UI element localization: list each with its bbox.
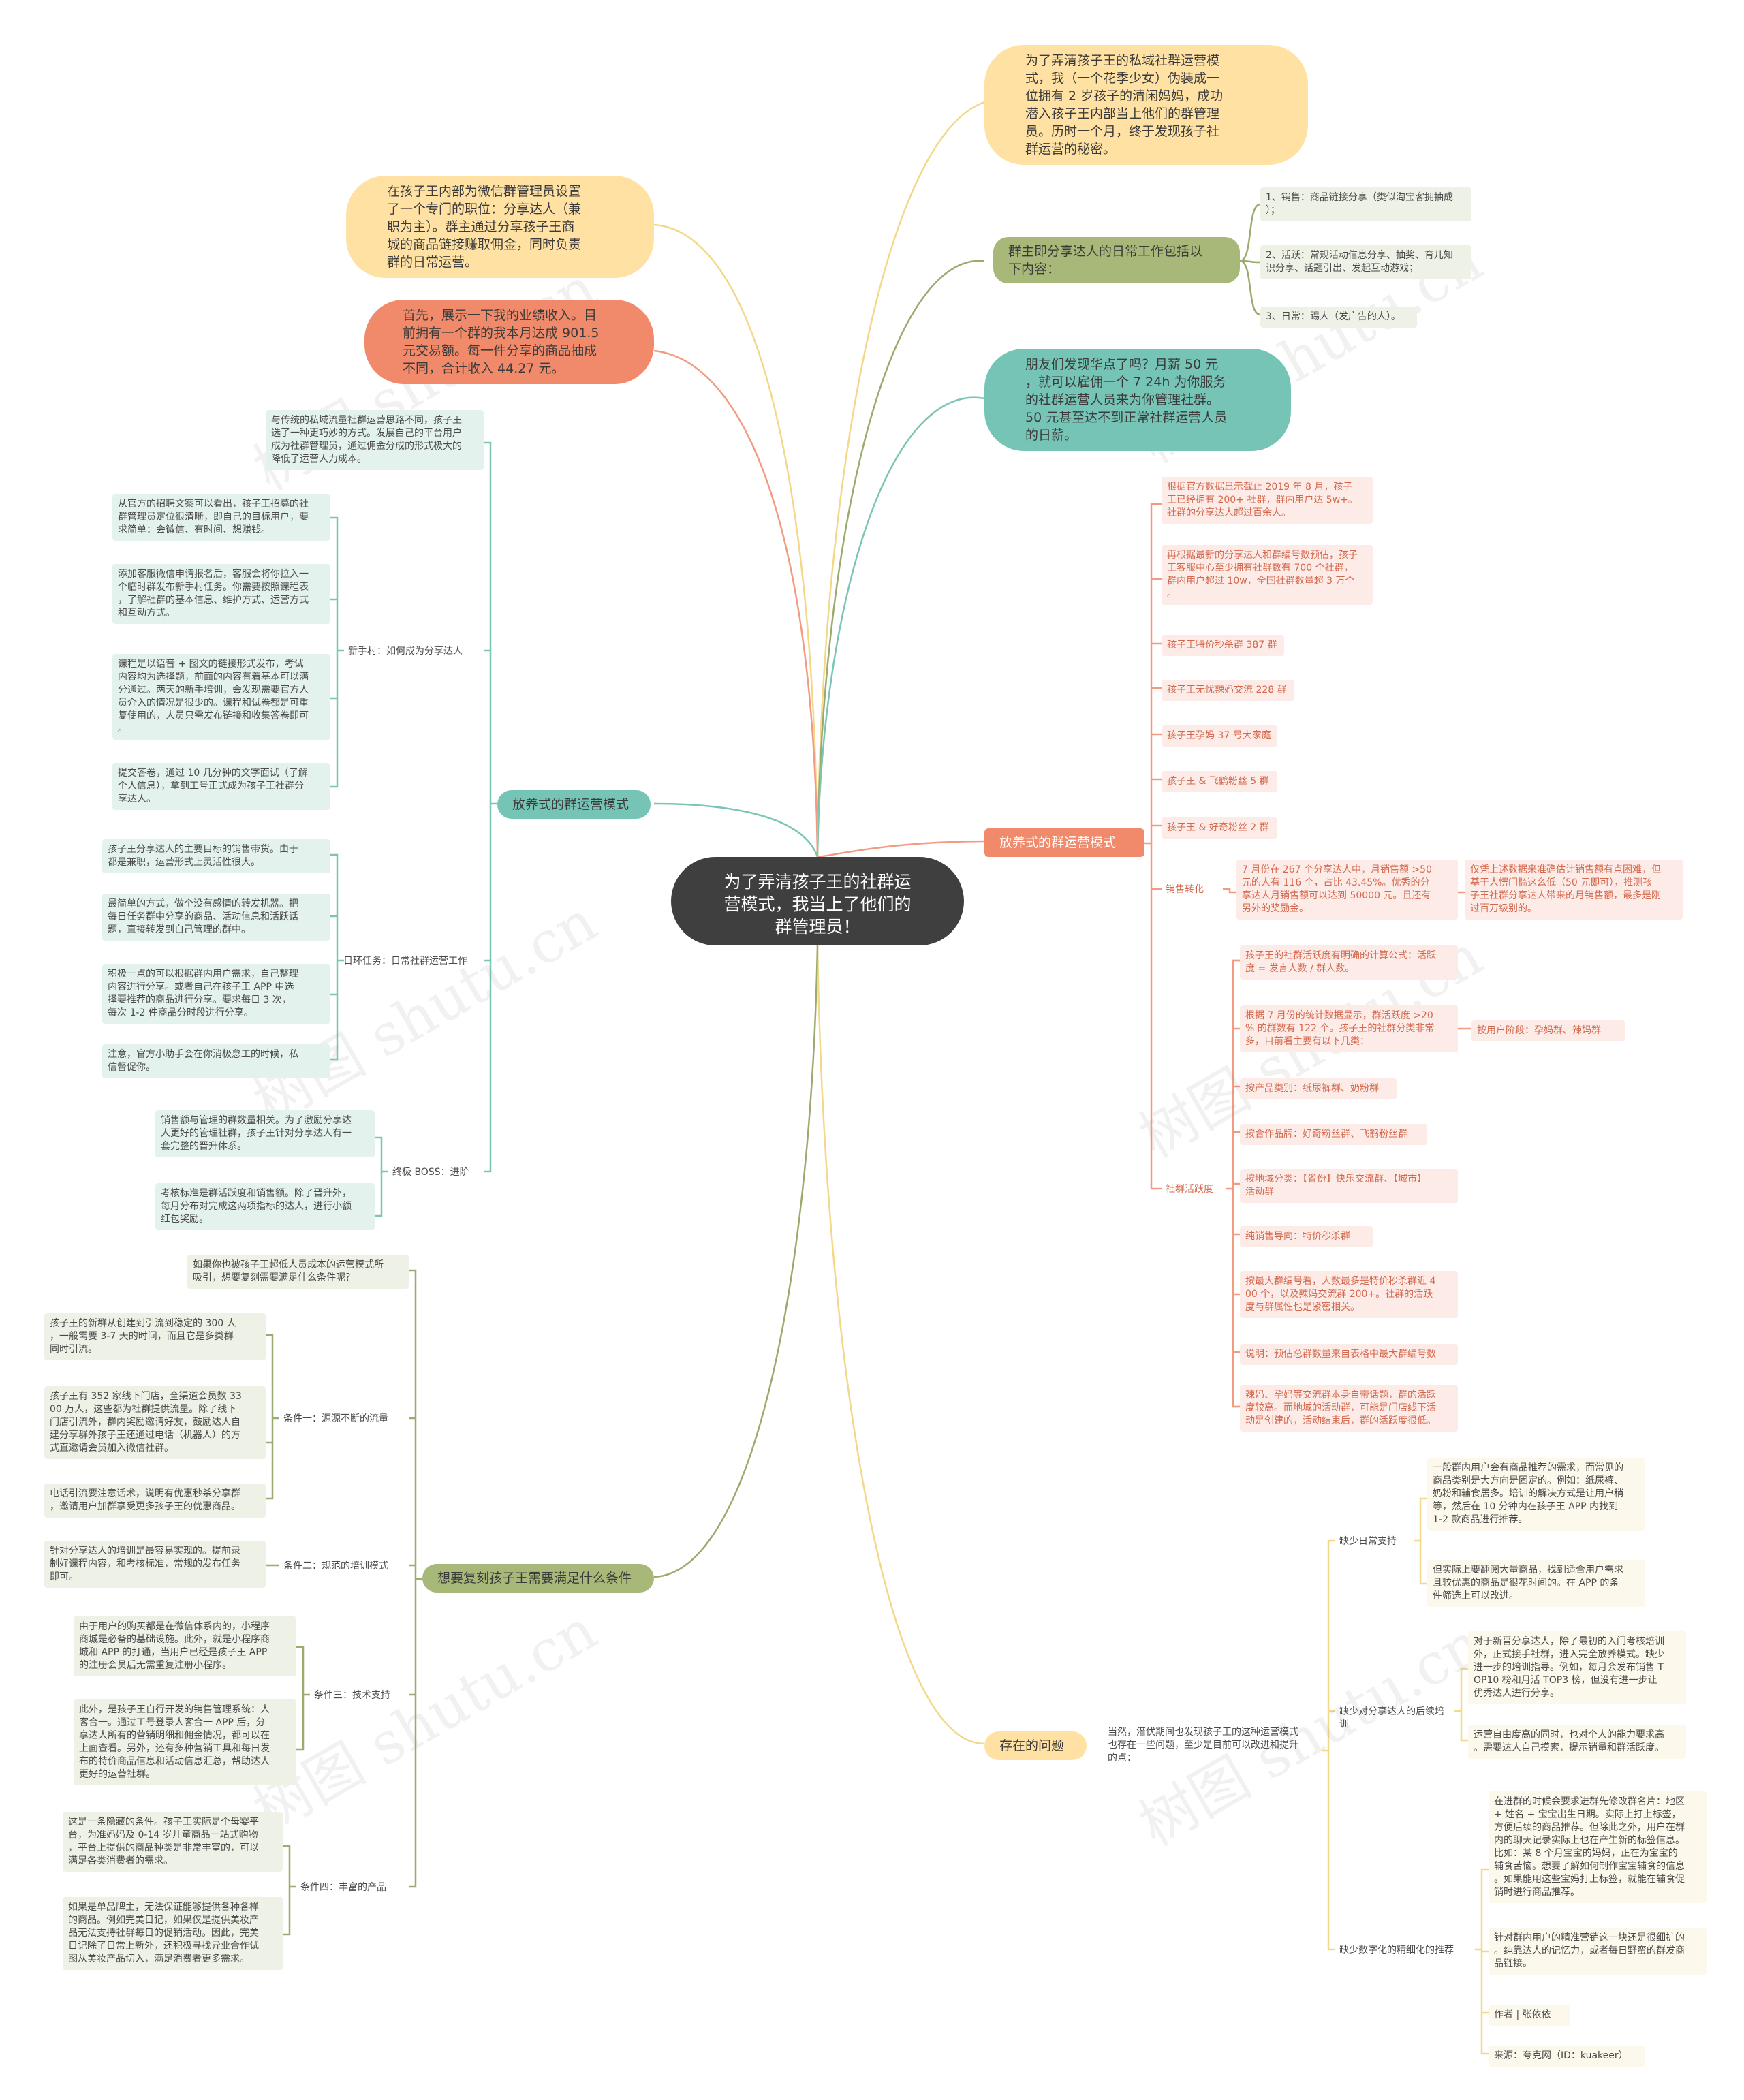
root-topic[interactable]: 为了弄清孩子王的社群运 营模式，我当上了他们的 群管理员！	[671, 857, 964, 945]
condition-item[interactable]: 电话引流要注意话术，说明有优惠秒杀分享群 ，邀请用户加群享受更多孩子王的优惠商品…	[44, 1484, 266, 1518]
intro-bubble[interactable]: 为了弄清孩子王的私域社群运营模 式，我（一个花季少女）伪装成一 位拥有 2 岁孩…	[984, 45, 1308, 165]
problem-detail[interactable]: 针对群内用户的精准营销这一块还是很细扩的 。纯靠达人的记忆力，或者每日野蛮的群发…	[1489, 1928, 1707, 1975]
daily-work-topic[interactable]: 群主即分享达人的日常工作包括以 下内容：	[993, 237, 1240, 283]
activity-item[interactable]: 说明：预估总群数量来自表格中最大群编号数	[1240, 1344, 1458, 1365]
group-name[interactable]: 孩子王特价秒杀群 387 群	[1162, 635, 1284, 656]
daily-item[interactable]: 3、日常：踢人（发广告的人）。	[1260, 307, 1417, 328]
boss-item[interactable]: 销售额与管理的群数量相关。为了激励分享达 人更好的管理社群，孩子王针对分享达人有…	[155, 1110, 375, 1157]
daily-task-label[interactable]: 日环任务：日常社群运营工作	[343, 956, 467, 967]
problem-label[interactable]: 缺少数字化的精细化的推荐	[1339, 1945, 1454, 1956]
condition-label[interactable]: 条件一：源源不断的流量	[283, 1413, 388, 1424]
newbie-label[interactable]: 新手村：如何成为分享达人	[348, 646, 463, 657]
problem-detail[interactable]: 在进群的时候会要求进群先修改群名片：地区 + 姓名 + 宝宝出生日期。实际上打上…	[1489, 1791, 1707, 1903]
conversion-note[interactable]: 仅凭上述数据来准确估计销售额有点困难，但 基于人愣门槛这么低（50 元即可），推…	[1465, 860, 1683, 920]
boss-item[interactable]: 考核标准是群活跃度和销售额。除了晋升外， 每月分布对完成这两项指标的达人，进行小…	[155, 1183, 375, 1230]
conversion-label[interactable]: 销售转化	[1166, 884, 1204, 895]
activity-item[interactable]: 辣妈、孕妈等交流群本身自带话题，群的活跃 度较高。而地域的活动群，可能是门店线下…	[1240, 1385, 1458, 1432]
daily-task-item[interactable]: 孩子王分享达人的主要目标的销售带货。由于 都是兼职，运营形式上灵活性很大。	[102, 839, 330, 873]
newbie-item[interactable]: 添加客服微信申请报名后，客服会将你拉入一 个临时群发布新手村任务。你需要按照课程…	[112, 564, 330, 624]
newbie-item[interactable]: 从官方的招聘文案可以看出，孩子王招募的社 群管理员定位很清晰，即自己的目标用户，…	[112, 494, 330, 541]
daily-item[interactable]: 2、活跃：常规活动信息分享、抽奖、育儿知 识分享、话题引出、发起互动游戏；	[1260, 245, 1472, 279]
activity-item[interactable]: 按合作品牌：好奇粉丝群、飞鹤粉丝群	[1240, 1124, 1427, 1145]
left-model-topic[interactable]: 放养式的群运营模式	[497, 790, 651, 819]
boss-label[interactable]: 终极 BOSS：进阶	[392, 1167, 469, 1178]
condition-item[interactable]: 针对分享达人的培训是最容易实现的。提前录 制好课程内容，和考核标准，常规的发布任…	[44, 1541, 266, 1588]
conversion-text[interactable]: 7 月份在 267 个分享达人中，月销售额 >50 元的人有 116 个，占比 …	[1236, 860, 1458, 920]
activity-item[interactable]: 按地域分类：【省份】快乐交流群、【城市】 活动群	[1240, 1169, 1458, 1203]
activity-item[interactable]: 纯销售导向：特价秒杀群	[1240, 1226, 1373, 1247]
income-bubble[interactable]: 首先，展示一下我的业绩收入。目 前拥有一个群的我本月达成 901.5 元交易额。…	[364, 300, 654, 384]
problems-topic[interactable]: 存在的问题	[984, 1731, 1087, 1760]
problem-detail[interactable]: 运营自由度高的同时，也对个人的能力要求高 。需要达人自己摸索，提示销量和群活跃度…	[1468, 1725, 1686, 1759]
condition-item[interactable]: 此外，是孩子王自行开发的销售管理系统：人 客合一。通过工号登录人客合一 APP …	[74, 1699, 296, 1785]
condition-label[interactable]: 条件二：规范的培训模式	[283, 1561, 388, 1571]
condition-item[interactable]: 孩子王的新群从创建到引流到稳定的 300 人 ，一般需要 3-7 天的时间，而且…	[44, 1313, 266, 1360]
official-data[interactable]: 根据官方数据显示截止 2019 年 8 月，孩子 王已经拥有 200+ 社群，群…	[1162, 477, 1373, 524]
right-model-topic[interactable]: 放养式的群运营模式	[984, 828, 1144, 857]
condition-label[interactable]: 条件四：丰富的产品	[300, 1882, 386, 1893]
problem-detail[interactable]: 对于新晋分享达人，除了最初的入门考核培训 外，正式接手社群，进入完全放养模式。缺…	[1468, 1631, 1686, 1704]
activity-stage[interactable]: 按用户阶段：孕妈群、辣妈群	[1472, 1020, 1625, 1041]
activity-item[interactable]: 按产品类别：纸尿裤群、奶粉群	[1240, 1078, 1397, 1099]
group-name[interactable]: 孩子王 & 好奇粉丝 2 群	[1162, 817, 1277, 839]
condition-item[interactable]: 如果是单品牌主，无法保证能够提供各种各样 的商品。例如完美日记，如果仅是提供美妆…	[63, 1897, 283, 1970]
problems-intro[interactable]: 当然，潜伏期间也发现孩子王的这种运营模式 也存在一些问题，至少是目前可以改进和提…	[1108, 1727, 1298, 1764]
problem-label[interactable]: 缺少日常支持	[1339, 1536, 1397, 1547]
daily-task-item[interactable]: 最简单的方式，做个没有感情的转发机器。把 每日任务群中分享的商品、活动信息和活跃…	[102, 894, 330, 941]
replicate-intro[interactable]: 如果你也被孩子王超低人员成本的运营模式所 吸引，想要复刻需要满足什么条件呢？	[187, 1255, 409, 1289]
salary-bubble[interactable]: 朋友们发现华点了吗？月薪 50 元 ，就可以雇佣一个 7 24h 为你服务 的社…	[984, 349, 1291, 451]
daily-task-item[interactable]: 注意，官方小助手会在你消极怠工的时候，私 信督促你。	[102, 1044, 330, 1078]
daily-task-item[interactable]: 积极一点的可以根据群内用户需求，自己整理 内容进行分享。或者自己在孩子王 APP…	[102, 964, 330, 1024]
condition-item[interactable]: 这是一条隐藏的条件。孩子王实际是个母婴平 台，为准妈妈及 0-14 岁儿童商品一…	[63, 1812, 283, 1872]
model-intro[interactable]: 与传统的私域流量社群运营思路不同，孩子王 选了一种更巧妙的方式。发展自己的平台用…	[266, 410, 484, 470]
problem-detail[interactable]: 一般群内用户会有商品推荐的需求，而常见的 商品类别是大方向是固定的。例如：纸尿裤…	[1427, 1458, 1645, 1531]
condition-item[interactable]: 孩子王有 352 家线下门店，全渠道会员数 33 00 万人，这些都为社群提供流…	[44, 1386, 266, 1459]
activity-item[interactable]: 根据 7 月份的统计数据显示，群活跃度 >20 % 的群数有 122 个。孩子王…	[1240, 1005, 1458, 1052]
group-name[interactable]: 孩子王 & 飞鹤粉丝 5 群	[1162, 771, 1277, 792]
author-credit[interactable]: 作者 | 张依依	[1489, 2005, 1570, 2026]
newbie-item[interactable]: 课程是以语音 + 图文的链接形式发布，考试 内容均为选择题，前面的内容有着基本可…	[112, 654, 330, 740]
source-credit[interactable]: 来源：夸克网（ID：kuakeer）	[1489, 2046, 1645, 2067]
activity-item[interactable]: 按最大群编号看，人数最多是特价秒杀群近 4 00 个，以及辣妈交流群 200+。…	[1240, 1271, 1458, 1318]
estimate-data[interactable]: 再根据最新的分享达人和群编号数预估，孩子 王客服中心至少拥有社群数有 700 个…	[1162, 545, 1373, 605]
group-name[interactable]: 孩子王无忧辣妈交流 228 群	[1162, 680, 1294, 701]
newbie-item[interactable]: 提交答卷，通过 10 几分钟的文字面试（了解 个人信息），拿到工号正式成为孩子王…	[112, 763, 330, 810]
activity-label[interactable]: 社群活跃度	[1166, 1184, 1213, 1195]
problem-detail[interactable]: 但实际上要翻阅大量商品，找到适合用户需求 且较优惠的商品是很花时间的。在 APP…	[1427, 1560, 1645, 1607]
condition-item[interactable]: 由于用户的购买都是在微信体系内的，小程序 商城是必备的基础设施。此外，就是小程序…	[74, 1616, 296, 1676]
job-bubble[interactable]: 在孩子王内部为微信群管理员设置 了一个专门的职位：分享达人（兼 职为主）。群主通…	[346, 176, 654, 278]
group-name[interactable]: 孩子王孕妈 37 号大家庭	[1162, 725, 1277, 747]
replicate-topic[interactable]: 想要复刻孩子王需要满足什么条件	[422, 1564, 654, 1593]
daily-item[interactable]: 1、销售：商品链接分享（类似淘宝客拥抽成 ）；	[1260, 187, 1472, 221]
condition-label[interactable]: 条件三：技术支持	[314, 1690, 390, 1701]
problem-label[interactable]: 缺少对分享达人的后续培训	[1339, 1706, 1444, 1730]
activity-item[interactable]: 孩子王的社群活跃度有明确的计算公式：活跃 度 = 发言人数 / 群人数。	[1240, 945, 1458, 980]
